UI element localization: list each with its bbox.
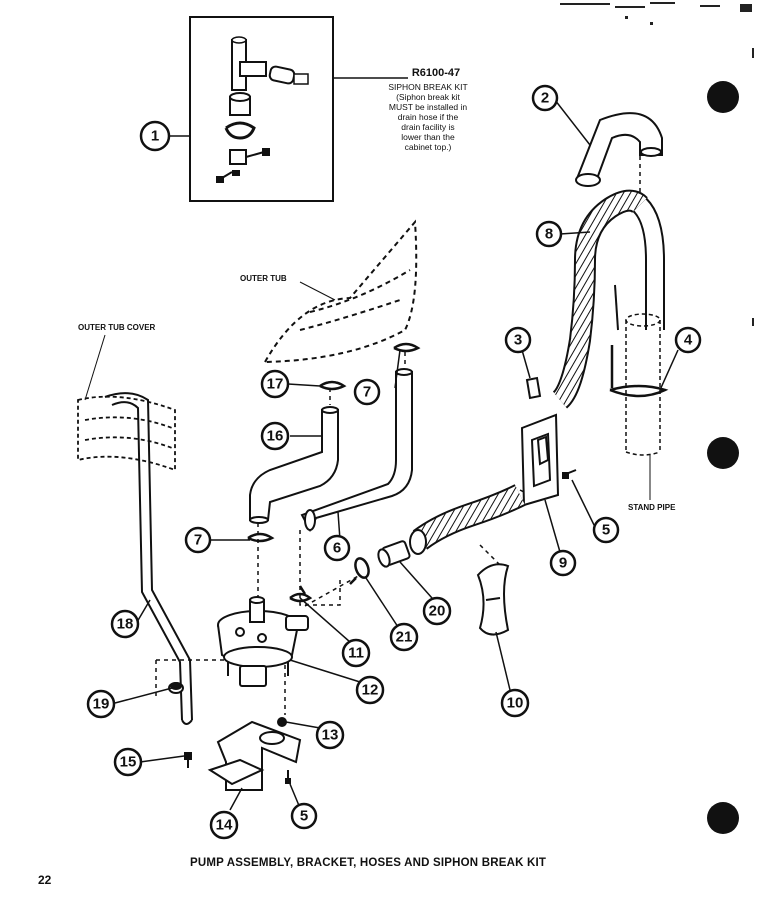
callout-11: 11: [341, 638, 371, 668]
outer-tub-label: OUTER TUB: [240, 274, 287, 283]
callout-leaders: [114, 99, 679, 811]
callout-3: 3: [504, 326, 532, 354]
callout-19: 19: [86, 689, 116, 719]
strap-4: [609, 345, 669, 398]
scan-noise: [560, 2, 754, 326]
svg-text:11: 11: [348, 645, 364, 662]
clamp-17: [319, 380, 347, 391]
kit-note: R6100-47 SIPHON BREAK KIT (Siphon break …: [388, 67, 467, 152]
svg-text:6: 6: [333, 540, 341, 557]
screw-5-upper: [562, 469, 577, 479]
clamp-11: [289, 585, 313, 603]
callout-9: 9: [549, 549, 577, 577]
pump-bracket-14: [207, 720, 302, 791]
callout-4: 4: [674, 326, 702, 354]
hose-6: [300, 368, 413, 533]
kit-note-line-6: cabinet top.): [405, 142, 452, 152]
hose-16: [249, 406, 339, 524]
svg-text:14: 14: [216, 817, 233, 834]
siphon-break-kit-box: [189, 16, 334, 202]
grommet-19: [168, 682, 184, 694]
callout-2: 2: [531, 84, 559, 112]
svg-text:10: 10: [507, 695, 524, 712]
clamp-7-lower: [247, 532, 275, 543]
svg-text:12: 12: [362, 682, 379, 699]
svg-text:1: 1: [151, 128, 159, 145]
callout-20: 20: [422, 596, 452, 626]
callout-8: 8: [535, 220, 563, 248]
hose-18: [104, 392, 193, 725]
drain-hose-lower: [409, 484, 526, 555]
punch-hole-middle: [707, 437, 739, 469]
svg-text:7: 7: [194, 532, 202, 549]
svg-text:17: 17: [267, 376, 284, 393]
svg-text:21: 21: [396, 629, 413, 646]
callout-18: 18: [110, 609, 140, 639]
callout-12: 12: [355, 675, 385, 705]
callout-16: 16: [260, 421, 290, 451]
stand-pipe: [625, 313, 661, 456]
svg-text:19: 19: [93, 696, 110, 713]
outer-tub-outline: [263, 219, 418, 364]
svg-text:3: 3: [514, 332, 522, 349]
outer-tub-cover-leader: [84, 334, 106, 401]
coupling-20: [377, 540, 411, 568]
outer-tub-cover: [77, 395, 176, 472]
callout-10: 10: [500, 688, 530, 718]
punch-hole-bottom: [707, 802, 739, 834]
clamp-21: [349, 557, 370, 585]
callout-13: 13: [315, 720, 345, 750]
svg-text:9: 9: [559, 555, 567, 572]
mounting-plate-9: [520, 413, 560, 507]
svg-text:5: 5: [602, 522, 610, 539]
nut-13: [277, 717, 287, 727]
clamp-7-upper: [393, 342, 421, 353]
svg-text:16: 16: [267, 428, 284, 445]
callouts: 1 2 3 4 5 6 7 7 8 9 10 11 12 13 14 15 16…: [86, 84, 702, 840]
kit-note-line-2: MUST be installed in: [389, 102, 468, 112]
svg-text:4: 4: [684, 332, 693, 349]
svg-text:8: 8: [545, 226, 553, 243]
callout-7-upper: 7: [353, 378, 381, 406]
kit-note-line-4: drain facility is: [401, 122, 454, 132]
callout-5-lower: 5: [290, 802, 318, 830]
svg-text:2: 2: [541, 90, 549, 107]
svg-text:20: 20: [429, 603, 446, 620]
hose-clip-3: [525, 376, 542, 400]
stand-pipe-label: STAND PIPE: [628, 503, 676, 512]
svg-text:13: 13: [322, 727, 339, 744]
screw-15: [184, 752, 192, 768]
callout-7-lower: 7: [184, 526, 212, 554]
callout-1: 1: [139, 120, 171, 152]
callout-6: 6: [323, 534, 351, 562]
callout-21: 21: [389, 622, 419, 652]
page-number: 22: [38, 873, 52, 887]
kit-note-line-0: SIPHON BREAK KIT: [388, 82, 467, 92]
callout-5-upper: 5: [592, 516, 620, 544]
svg-text:15: 15: [120, 754, 137, 771]
kit-note-line-5: lower than the: [401, 132, 455, 142]
outer-tub-cover-label: OUTER TUB COVER: [78, 323, 156, 332]
figure-caption: PUMP ASSEMBLY, BRACKET, HOSES AND SIPHON…: [190, 857, 547, 869]
svg-text:5: 5: [300, 808, 308, 825]
pump-12: [217, 596, 309, 687]
kit-note-line-1: (Siphon break kit: [396, 92, 460, 102]
callout-15: 15: [113, 747, 143, 777]
punch-hole-top: [707, 81, 739, 113]
callout-17: 17: [260, 369, 290, 399]
svg-text:18: 18: [117, 616, 134, 633]
kit-note-line-3: drain hose if the: [398, 112, 459, 122]
screw-5-lower: [285, 770, 291, 784]
kit-part-number: R6100-47: [412, 67, 460, 79]
drain-hose-8: [552, 189, 665, 409]
callout-14: 14: [209, 810, 239, 840]
siphon-elbow-2: [575, 112, 663, 187]
outer-tub-leader: [299, 281, 336, 301]
svg-text:7: 7: [363, 384, 371, 401]
cover-10: [476, 563, 510, 636]
